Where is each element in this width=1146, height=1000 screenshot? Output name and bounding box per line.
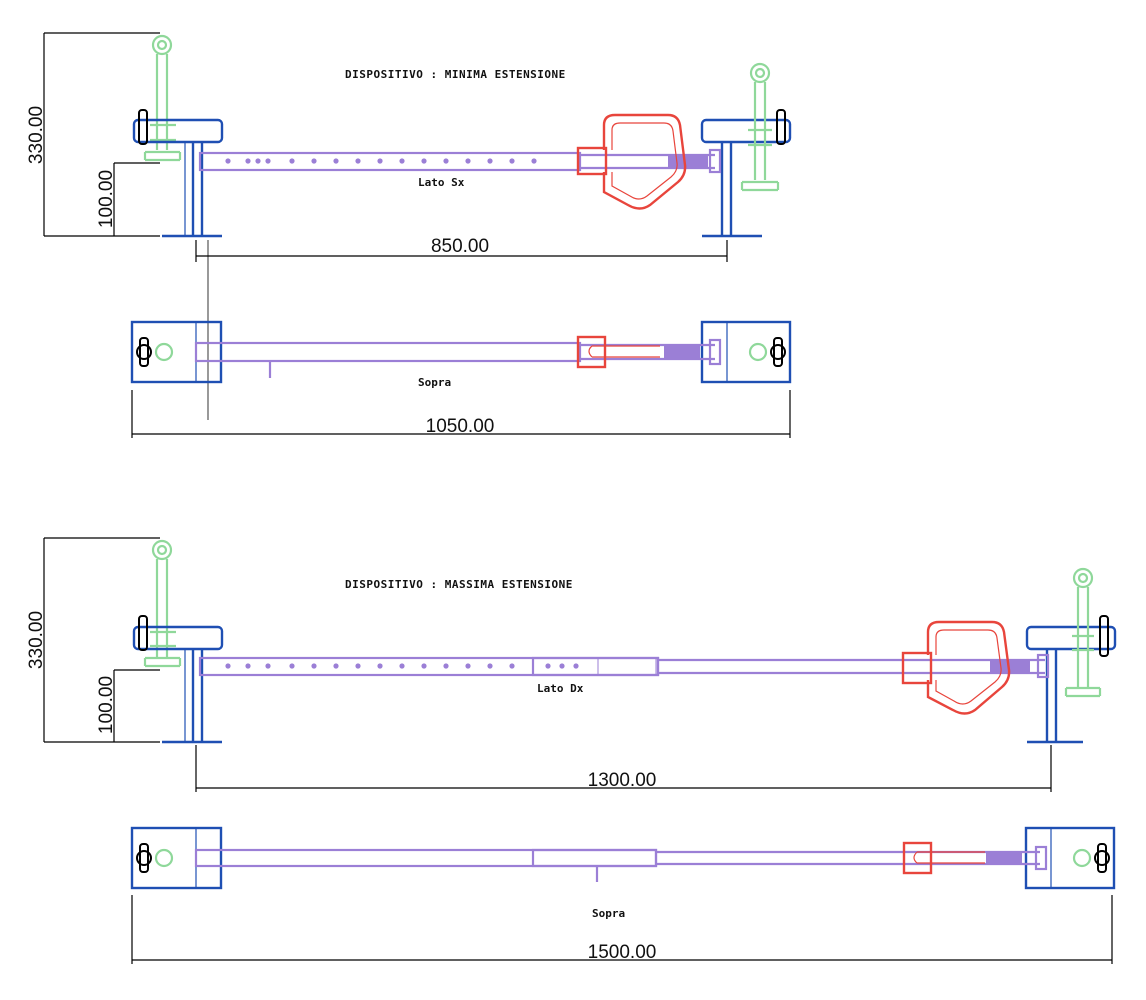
min-top-bar: [194, 338, 722, 378]
min-side-label: Lato Sx: [418, 176, 465, 189]
max-title: DISPOSITIVO : MASSIMA ESTENSIONE: [345, 578, 573, 591]
min-dim-height-total-line: [43, 32, 160, 237]
min-dim-width-top: 1050.00: [426, 416, 495, 437]
min-dim-width-side: 850.00: [431, 236, 489, 257]
min-dim-height-base-line: [113, 162, 160, 236]
min-right-clamp-icon: [740, 62, 780, 192]
max-dim-height-total: 330.00: [26, 611, 47, 669]
max-dim-width-top: 1500.00: [588, 942, 657, 963]
min-top-view: Sopra 1050.00: [130, 320, 792, 438]
min-handle-icon: [576, 113, 687, 210]
max-dim-width-side-line: [195, 745, 1052, 792]
max-side-label: Lato Dx: [537, 682, 584, 695]
min-dim-width-top-line: [131, 390, 791, 438]
max-left-bracket-icon: [132, 615, 224, 744]
min-top-handle-icon: [576, 335, 660, 369]
max-top-right-plate-icon: [1024, 826, 1116, 890]
min-right-bracket-icon: [700, 109, 792, 238]
min-title: DISPOSITIVO : MINIMA ESTENSIONE: [345, 68, 566, 81]
max-top-view: Sopra 1500.00: [130, 826, 1116, 964]
max-dim-height-base-line: [113, 669, 160, 742]
min-top-label: Sopra: [418, 376, 451, 389]
min-top-left-plate-icon: [130, 320, 223, 384]
max-dim-width-top-line: [131, 895, 1113, 964]
max-dim-height-total-line: [43, 537, 160, 743]
min-telescopic-bar: [198, 148, 722, 174]
max-dim-height-base: 100.00: [96, 676, 117, 734]
min-side-view: DISPOSITIVO : MINIMA ESTENSIONE 330.00 1…: [26, 32, 792, 420]
max-top-bar: [194, 845, 1048, 882]
max-telescopic-bar: [198, 653, 1050, 679]
min-top-right-plate-icon: [700, 320, 792, 384]
min-dim-height-total: 330.00: [26, 106, 47, 164]
min-dim-height-base: 100.00: [96, 170, 117, 228]
max-left-clamp-icon: [143, 539, 182, 668]
max-handle-icon: [901, 620, 1011, 715]
max-top-label: Sopra: [592, 907, 625, 920]
max-dim-width-side: 1300.00: [588, 770, 657, 791]
max-top-left-plate-icon: [130, 826, 223, 890]
max-right-bracket-icon: [1025, 615, 1117, 744]
max-side-view: DISPOSITIVO : MASSIMA ESTENSIONE 330.00 …: [26, 537, 1117, 792]
max-top-handle-icon: [902, 841, 985, 875]
min-dim-width-side-line: [195, 240, 728, 420]
max-right-clamp-icon: [1064, 567, 1102, 698]
min-left-clamp-icon: [143, 34, 182, 162]
min-left-bracket-icon: [132, 109, 224, 238]
